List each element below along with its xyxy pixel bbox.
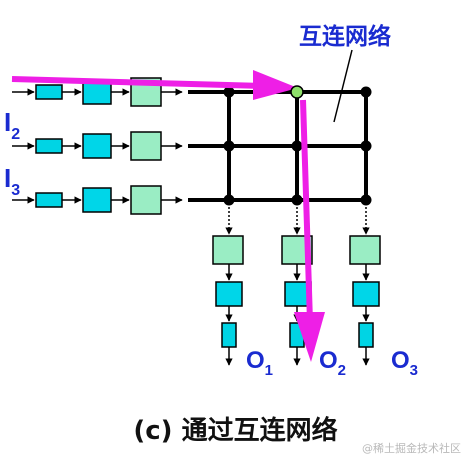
input-buffer-small — [35, 138, 63, 154]
network-label: 互连网络 — [299, 23, 391, 49]
crosspoint-dot — [360, 86, 372, 98]
active-crosspoint-dot — [290, 85, 304, 99]
input-buffer-small — [35, 84, 63, 100]
network-label-leader — [333, 49, 353, 123]
path-vertical — [300, 99, 313, 323]
output-buffer-small — [221, 322, 237, 348]
crosspoint-dot — [223, 194, 235, 206]
input-buffer-green — [130, 185, 162, 215]
output-label-o2: O2 — [319, 347, 346, 379]
input-buffer-small — [35, 192, 63, 208]
output-buffer-cyan — [352, 281, 380, 307]
output-buffer-small — [358, 322, 374, 348]
path-arrowhead-down — [294, 312, 325, 362]
input-buffer-cyan — [82, 187, 112, 213]
output-label-o3: O3 — [391, 347, 418, 379]
path-arrowhead-right — [253, 70, 298, 100]
input-label-i2: I2 — [4, 107, 20, 143]
crosspoint-dot — [360, 194, 372, 206]
crosspoint-dot — [223, 140, 235, 152]
output-label-o1: O1 — [246, 347, 273, 379]
crosspoints — [223, 86, 372, 206]
crossbar-grid — [188, 90, 370, 202]
crosspoint-dot — [291, 140, 303, 152]
highlight-path — [11, 70, 325, 362]
input-buffer-green — [130, 131, 162, 161]
path-horizontal — [11, 76, 263, 89]
watermark: @稀土掘金技术社区 — [362, 442, 461, 455]
crosspoint-dot — [291, 194, 303, 206]
crosspoint-dot — [360, 140, 372, 152]
figure-caption: (c) 通过互连网络 — [133, 416, 338, 446]
input-label-i3: I3 — [4, 163, 20, 199]
input-queues — [12, 77, 183, 215]
output-queues — [212, 203, 381, 366]
output-buffer-green — [349, 235, 381, 265]
output-buffer-green — [212, 235, 244, 265]
output-buffer-cyan — [215, 281, 243, 307]
crosspoint-dot — [223, 86, 235, 98]
input-buffer-cyan — [82, 133, 112, 159]
